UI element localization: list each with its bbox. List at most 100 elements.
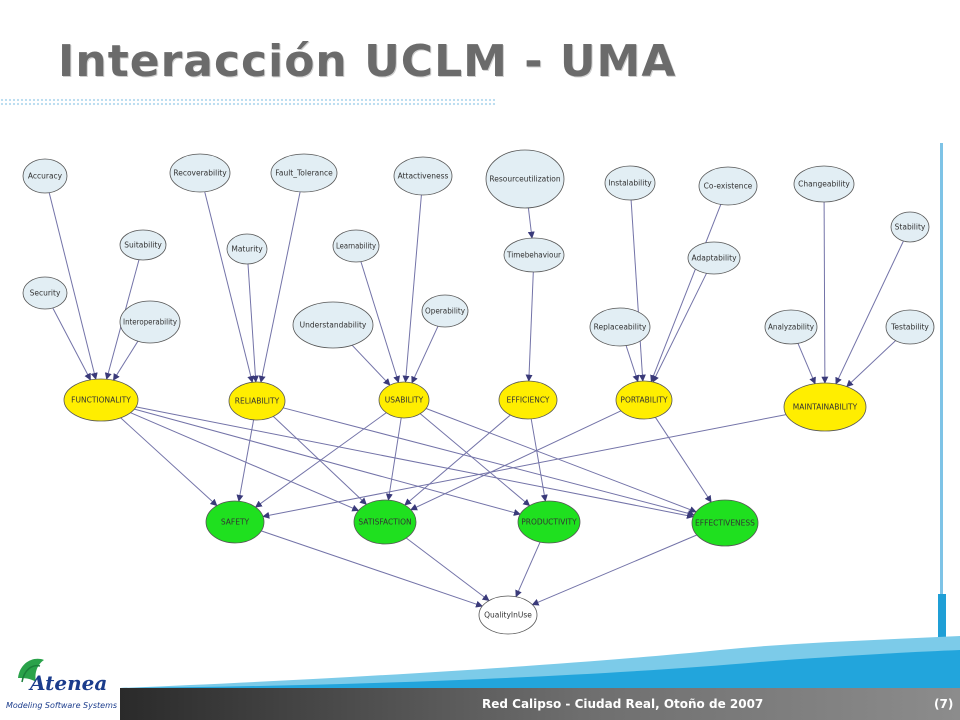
edge-coexistence-to-portability xyxy=(650,204,722,383)
node-portability-shape xyxy=(615,380,673,420)
node-stability: Stability xyxy=(890,211,930,243)
node-understandability: Understandability xyxy=(292,301,374,349)
node-interoperability: Interoperability xyxy=(119,300,181,344)
node-functionality-label: FUNCTIONALITY xyxy=(71,396,131,405)
node-timebehaviour: Timebehaviour xyxy=(503,237,565,273)
node-understandability-shape xyxy=(292,301,374,349)
node-efficiency-shape xyxy=(498,380,558,420)
edge-understandability-to-usability xyxy=(351,344,391,386)
node-stability-shape xyxy=(890,211,930,243)
node-satisfaction-shape xyxy=(353,499,417,545)
node-attractiveness-label: Attactiveness xyxy=(398,172,449,181)
node-maturity-label: Maturity xyxy=(231,245,263,254)
edge-recoverability-to-reliability xyxy=(204,191,255,383)
node-maintainability-label: MAINTAINABILITY xyxy=(793,403,858,412)
node-operability-shape xyxy=(421,294,469,328)
logo-wordmark: Atenea xyxy=(28,671,107,695)
node-interoperability-label: Interoperability xyxy=(123,318,178,327)
node-resourceutilization-label: Resourceutilization xyxy=(489,175,560,184)
node-analyzability-label: Analyzability xyxy=(768,323,815,332)
edges-layer xyxy=(48,191,904,608)
node-reliability-label: RELIABILITY xyxy=(235,397,280,406)
node-security-label: Security xyxy=(30,289,61,298)
edge-satisfaction-to-qualityinuse xyxy=(405,537,490,602)
node-replaceability-label: Replaceability xyxy=(594,323,647,332)
node-portability-label: PORTABILITY xyxy=(620,396,668,405)
node-operability-label: Operability xyxy=(425,307,466,316)
edge-efficiency-to-satisfaction xyxy=(404,414,511,506)
node-satisfaction-label: SATISFACTION xyxy=(358,518,411,527)
node-instalability-label: Instalability xyxy=(608,179,652,188)
node-productivity-label: PRODUCTIVITY xyxy=(521,518,577,527)
edge-operability-to-usability xyxy=(411,325,439,384)
corner-accent xyxy=(938,594,946,650)
edge-effectiveness-to-qualityinuse xyxy=(531,534,697,606)
edge-learnability-to-usability xyxy=(360,261,400,384)
node-maintainability-shape xyxy=(783,382,867,432)
node-testability-label: Testability xyxy=(890,323,929,332)
edge-portability-to-effectiveness xyxy=(654,417,712,503)
node-recoverability: Recoverability xyxy=(169,153,231,193)
edge-usability-to-effectiveness xyxy=(425,408,697,513)
node-usability-shape xyxy=(378,381,430,419)
edge-productivity-to-qualityinuse xyxy=(515,541,541,598)
edge-instalability-to-portability xyxy=(630,199,646,382)
node-suitability: Suitability xyxy=(119,229,167,261)
node-adaptability: Adaptability xyxy=(687,241,741,275)
edge-functionality-to-safety xyxy=(120,417,218,507)
node-effectiveness: EFFECTIVENESS xyxy=(691,499,759,547)
node-functionality: FUNCTIONALITY xyxy=(63,378,139,422)
node-safety: SAFETY xyxy=(205,500,265,544)
node-testability-shape xyxy=(885,309,935,345)
node-accuracy: Accuracy xyxy=(22,158,68,194)
node-attractiveness: Attactiveness xyxy=(393,156,453,196)
node-safety-label: SAFETY xyxy=(221,518,250,527)
edge-reliability-to-effectiveness xyxy=(282,407,695,517)
node-operability: Operability xyxy=(421,294,469,328)
node-analyzability: Analyzability xyxy=(764,309,818,345)
node-efficiency-label: EFFICIENCY xyxy=(506,396,549,405)
edge-reliability-to-safety xyxy=(236,419,255,502)
edge-maintainability-to-safety xyxy=(262,414,787,519)
edge-interoperability-to-functionality xyxy=(112,340,139,381)
edge-stability-to-maintainability xyxy=(835,240,904,385)
edge-usability-to-safety xyxy=(254,412,387,508)
node-fault_tolerance: Fault_Tolerance xyxy=(270,153,338,193)
node-learnability-label: Learnability xyxy=(336,242,377,251)
node-instalability: Instalability xyxy=(604,165,656,201)
edge-analyzability-to-maintainability xyxy=(797,343,816,385)
node-coexistence: Co-existence xyxy=(698,166,758,206)
node-security: Security xyxy=(22,276,68,310)
node-changeability-shape xyxy=(793,165,855,203)
node-maintainability: MAINTAINABILITY xyxy=(783,382,867,432)
quality-model-diagram: Accuracy Recoverability Fault_Tolerance Att… xyxy=(22,149,935,635)
edge-resourceutilization-to-timebehaviour xyxy=(527,207,535,239)
node-reliability: RELIABILITY xyxy=(228,381,286,421)
node-productivity-shape xyxy=(517,500,581,544)
edge-portability-to-satisfaction xyxy=(410,410,622,511)
edge-adaptability-to-portability xyxy=(652,273,707,383)
edge-accuracy-to-functionality xyxy=(48,192,98,380)
node-productivity: PRODUCTIVITY xyxy=(517,500,581,544)
node-understandability-label: Understandability xyxy=(300,321,367,330)
title-dotted-rule xyxy=(0,98,495,106)
node-instalability-shape xyxy=(604,165,656,201)
node-timebehaviour-shape xyxy=(503,237,565,273)
node-replaceability: Replaceability xyxy=(589,307,651,347)
node-safety-shape xyxy=(205,500,265,544)
edge-fault_tolerance-to-reliability xyxy=(258,191,301,383)
edge-efficiency-to-productivity xyxy=(530,418,548,502)
logo-tagline: Modeling Software Systems xyxy=(6,701,117,710)
diagram-right-border xyxy=(940,143,943,650)
edge-functionality-to-effectiveness xyxy=(135,406,694,519)
footer-text: Red Calipso - Ciudad Real, Otoño de 2007 xyxy=(482,697,764,711)
edge-functionality-to-satisfaction xyxy=(130,412,360,512)
edge-usability-to-satisfaction xyxy=(385,417,402,501)
edge-security-to-functionality xyxy=(52,307,91,381)
node-changeability-label: Changeability xyxy=(798,180,850,189)
edge-maturity-to-reliability xyxy=(247,263,259,383)
node-stability-label: Stability xyxy=(895,223,926,232)
node-usability-label: USABILITY xyxy=(385,396,424,405)
node-suitability-shape xyxy=(119,229,167,261)
node-analyzability-shape xyxy=(764,309,818,345)
